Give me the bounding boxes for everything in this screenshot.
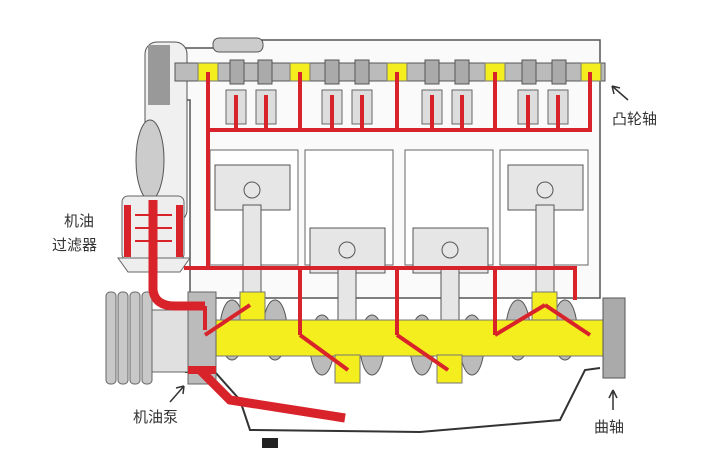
oil-filter-label-line1: 机油 [64, 212, 95, 230]
timing-gear [148, 45, 170, 105]
oil-passages [148, 72, 592, 423]
label-arrows [169, 85, 629, 410]
crankshaft-label: 曲轴 [594, 418, 625, 436]
crank-pulley [105, 291, 191, 385]
oil-filter-label-line2: 过滤器 [52, 236, 98, 254]
oil-filler-cap [212, 37, 264, 53]
flywheel [602, 297, 626, 379]
oil-pan [185, 367, 601, 434]
oil-pump-label: 机油泵 [133, 408, 179, 426]
drain-plug [262, 438, 278, 448]
camshaft-label: 凸轮轴 [612, 110, 658, 128]
crankpin-bearings [239, 291, 558, 384]
idler-pulley [135, 119, 165, 201]
